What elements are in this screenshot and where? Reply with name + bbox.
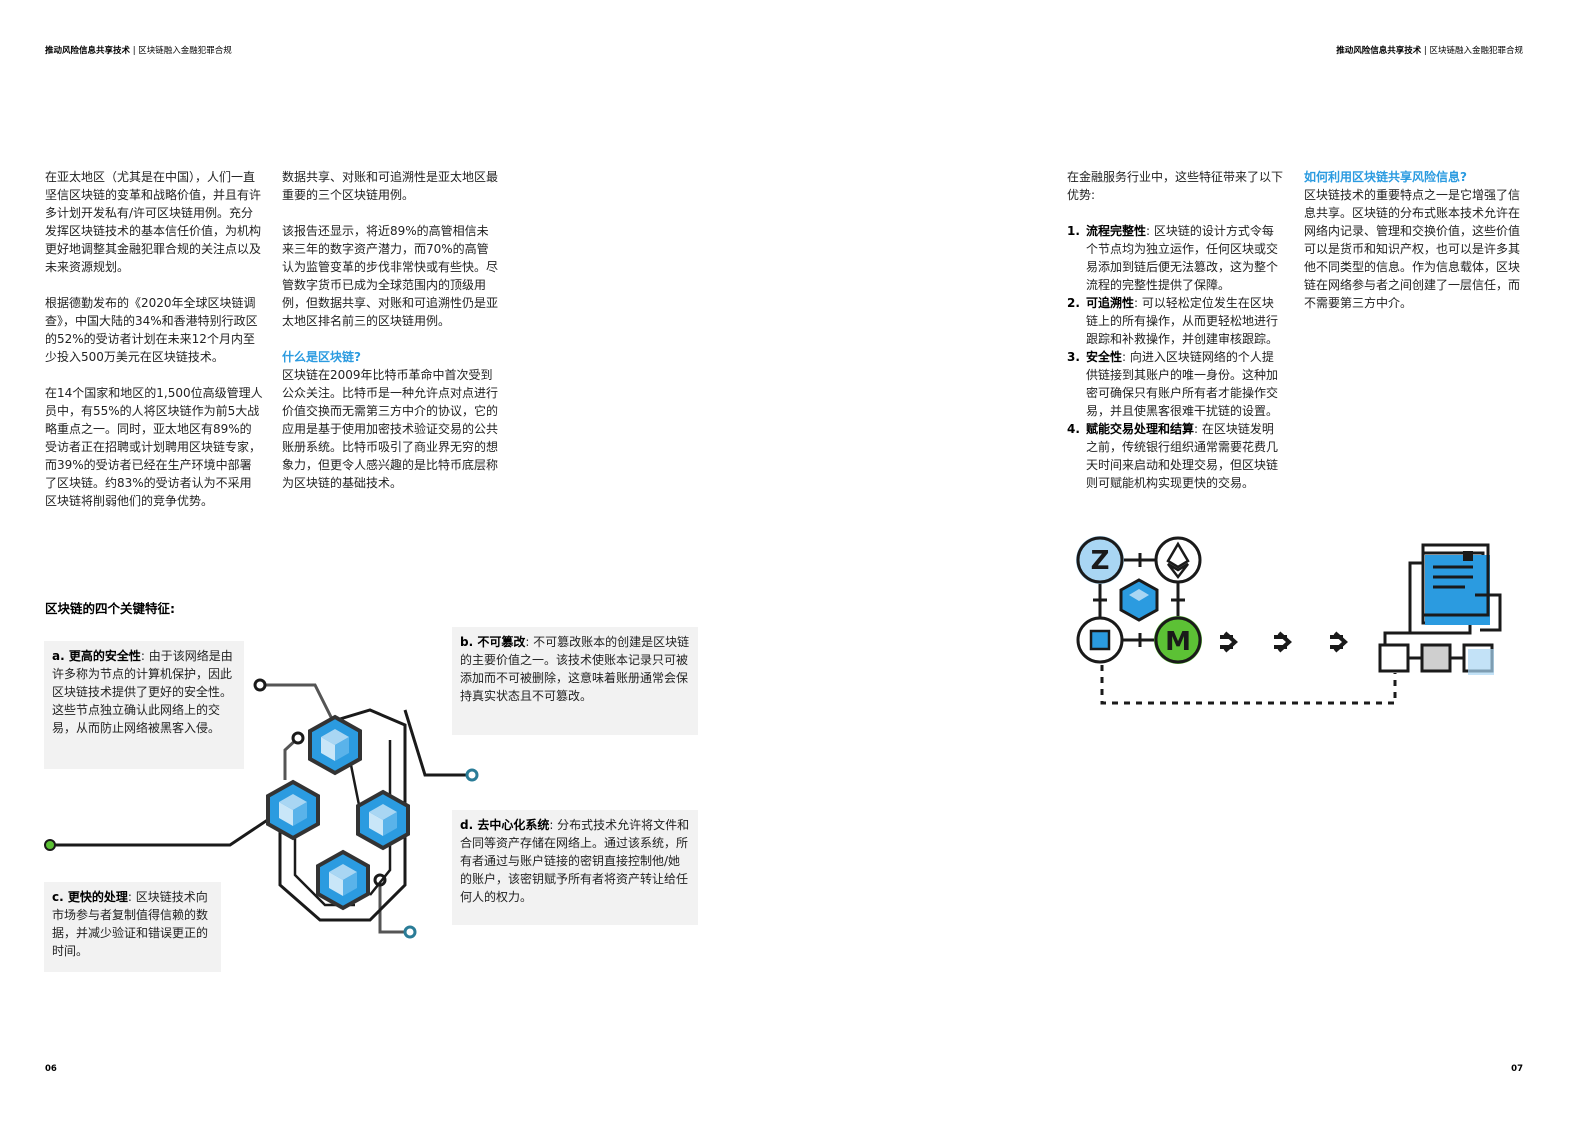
cube-icon-left <box>266 779 320 841</box>
advantage-3-title: 安全性 <box>1086 350 1123 364</box>
svg-text:M: M <box>1165 627 1191 657</box>
advantage-item-2: 2. 可追溯性: 可以轻松定位发生在区块链上的所有操作，从而更轻松地进行跟踪和补救… <box>1067 294 1285 348</box>
header-left: 推动风险信息共享技术 | 区块链融入金融犯罪合规 <box>45 46 232 56</box>
advantage-1-title: 流程完整性 <box>1086 224 1147 238</box>
column-1: 在亚太地区（尤其是在中国），人们一直坚信区块链的变革和战略价值，并且有许多计划开… <box>45 168 263 528</box>
header-left-bold: 推动风险信息共享技术 <box>45 46 131 56</box>
feature-box-c: c. 更快的处理: 区块链技术向市场参与者复制值得信赖的数据，并减少验证和错误更… <box>44 882 221 972</box>
feature-box-a: a. 更高的安全性: 由于该网络是由许多称为节点的计算机保护，因此区块链技术提供… <box>44 641 244 769</box>
how-to-share-risk-heading: 如何利用区块链共享风险信息? <box>1304 170 1467 184</box>
document-ledger-icon <box>1383 543 1502 645</box>
col1-paragraph-1: 在亚太地区（尤其是在中国），人们一直坚信区块链的变革和战略价值，并且有许多计划开… <box>45 170 262 274</box>
svg-text:Z: Z <box>1091 546 1110 576</box>
feature-c-text: : 区块链技术向市场参与者复制值得信赖的数据，并减少验证和错误更正的时间。 <box>52 890 209 958</box>
advantage-4-title: 赋能交易处理和结算 <box>1086 422 1195 436</box>
green-node-icon <box>44 839 56 851</box>
header-right: 推动风险信息共享技术 | 区块链融入金融犯罪合规 <box>1336 46 1523 56</box>
center-cube-icon <box>1119 578 1159 622</box>
advantage-2-title: 可追溯性 <box>1086 296 1135 310</box>
col3-intro: 在金融服务行业中，这些特征带来了以下优势: <box>1067 170 1284 202</box>
crypto-ledger-illustration: Z M <box>1076 536 1502 705</box>
feature-a-text: : 由于该网络是由许多称为节点的计算机保护，因此区块链技术提供了更好的安全性。这… <box>52 649 233 735</box>
what-is-blockchain-heading: 什么是区块链? <box>282 350 361 364</box>
square-coin-icon <box>1076 616 1124 664</box>
header-right-bold: 推动风险信息共享技术 <box>1336 46 1422 56</box>
column-3: 在金融服务行业中，这些特征带来了以下优势: 1. 流程完整性: 区块链的设计方式令… <box>1067 168 1285 492</box>
column-4: 如何利用区块链共享风险信息? 区块链技术的重要特点之一是它增强了信息共享。区块链… <box>1304 168 1524 330</box>
header-left-rest: 区块链融入金融犯罪合规 <box>138 46 232 56</box>
feature-d-text: : 分布式技术允许将文件和合同等资产存储在网络上。通过该系统，所有者通过与账户链… <box>460 818 690 904</box>
blockchain-cubes-illustration <box>44 678 479 939</box>
col2-paragraph-3: 区块链在2009年比特币革命中首次受到公众关注。比特币是一种允许点对点进行价值交… <box>282 368 499 490</box>
zcash-coin-icon: Z <box>1076 536 1124 584</box>
ethereum-coin-icon <box>1154 536 1202 584</box>
cube-icon-top <box>308 714 362 776</box>
advantage-item-3: 3. 安全性: 向进入区块链网络的个人提供链接到其账户的唯一身份。这种加密可确保只… <box>1067 348 1285 420</box>
advantage-1-number: 1. <box>1067 224 1080 238</box>
advantage-item-4: 4. 赋能交易处理和结算: 在区块链发明之前，传统银行组织通常需要花费几天时间来启… <box>1067 420 1285 492</box>
arrow-right-icon <box>1330 631 1348 653</box>
col1-paragraph-2: 根据德勤发布的《2020年全球区块链调查》，中国大陆的34%和香港特别行政区的5… <box>45 296 258 364</box>
feature-c-title: c. 更快的处理 <box>52 890 128 904</box>
feature-b-title: b. 不可篡改 <box>460 635 526 649</box>
monero-coin-icon: M <box>1154 616 1202 664</box>
feature-box-d: d. 去中心化系统: 分布式技术允许将文件和合同等资产存储在网络上。通过该系统，… <box>452 810 698 925</box>
arrow-right-icon <box>1220 631 1238 653</box>
page-number-left: 06 <box>45 1064 57 1074</box>
feature-box-b: b. 不可篡改: 不可篡改账本的创建是区块链的主要价值之一。该技术使账本记录只可… <box>452 627 698 735</box>
advantage-3-text: : 向进入区块链网络的个人提供链接到其账户的唯一身份。这种加密可确保只有账户所有… <box>1086 350 1279 418</box>
feature-d-title: d. 去中心化系统 <box>460 818 550 832</box>
arrow-right-icon <box>1274 631 1292 653</box>
feature-b-text: : 不可篡改账本的创建是区块链的主要价值之一。该技术使账本记录只可被添加而不可被… <box>460 635 690 703</box>
features-title: 区块链的四个关键特征: <box>45 601 175 616</box>
col2-paragraph-2: 该报告还显示，将近89%的高管相信未来三年的数字资产潜力，而70%的高管认为监管… <box>282 224 499 328</box>
feature-a-title: a. 更高的安全性 <box>52 649 141 663</box>
cube-icon-bottom <box>316 849 370 911</box>
advantage-2-number: 2. <box>1067 296 1080 310</box>
page-number-right: 07 <box>1511 1064 1523 1074</box>
col4-paragraph: 区块链技术的重要特点之一是它增强了信息共享。区块链的分布式账本技术允许在网络内记… <box>1304 188 1521 310</box>
advantage-1-text: : 区块链的设计方式令每个节点均为独立运作，任何区块或交易添加到链后便无法篡改，… <box>1086 224 1279 292</box>
chain-blocks-icon <box>1378 643 1494 675</box>
col1-paragraph-3: 在14个国家和地区的1,500位高级管理人员中，有55%的人将区块链作为前5大战… <box>45 386 263 508</box>
column-2: 数据共享、对账和可追溯性是亚太地区最重要的三个区块链用例。 该报告还显示，将近8… <box>282 168 500 510</box>
advantage-3-number: 3. <box>1067 350 1080 364</box>
cube-icon-right <box>356 789 410 851</box>
col2-paragraph-1: 数据共享、对账和可追溯性是亚太地区最重要的三个区块链用例。 <box>282 170 499 202</box>
advantages-list: 1. 流程完整性: 区块链的设计方式令每个节点均为独立运作，任何区块或交易添加到链… <box>1067 222 1285 492</box>
advantage-4-text: : 在区块链发明之前，传统银行组织通常需要花费几天时间来启动和处理交易，但区块链… <box>1086 422 1279 490</box>
advantage-item-1: 1. 流程完整性: 区块链的设计方式令每个节点均为独立运作，任何区块或交易添加到链… <box>1067 222 1285 294</box>
header-right-rest: 区块链融入金融犯罪合规 <box>1429 46 1523 56</box>
advantage-2-text: : 可以轻松定位发生在区块链上的所有操作，从而更轻松地进行跟踪和补救操作，并创建… <box>1086 296 1279 346</box>
advantage-4-number: 4. <box>1067 422 1080 436</box>
